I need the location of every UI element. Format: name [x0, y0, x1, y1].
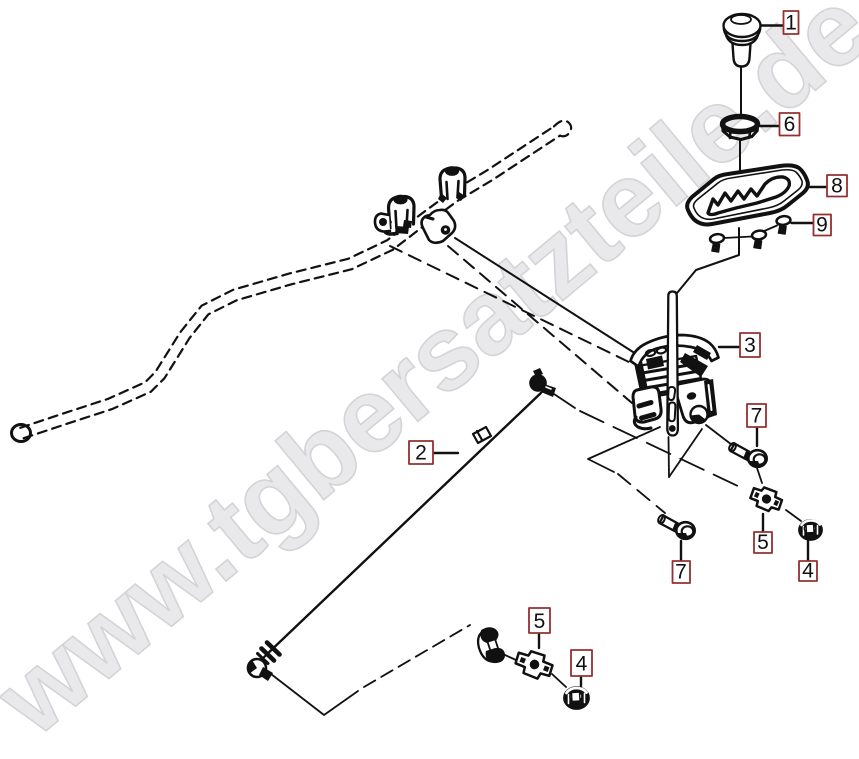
svg-text:6: 6: [784, 113, 796, 136]
svg-text:5: 5: [757, 531, 769, 554]
svg-text:4: 4: [802, 560, 814, 583]
svg-text:4: 4: [576, 653, 588, 676]
svg-text:7: 7: [751, 405, 763, 428]
svg-text:1: 1: [785, 12, 797, 35]
svg-text:7: 7: [675, 561, 687, 584]
svg-text:9: 9: [816, 214, 828, 237]
svg-text:8: 8: [831, 175, 843, 198]
svg-text:3: 3: [744, 334, 756, 357]
svg-text:2: 2: [415, 442, 427, 465]
svg-text:5: 5: [534, 610, 546, 633]
